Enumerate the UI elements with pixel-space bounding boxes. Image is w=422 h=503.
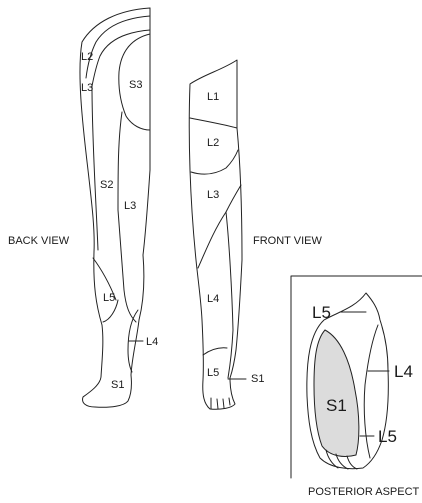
back-view-caption: BACK VIEW	[8, 235, 70, 247]
posterior-aspect-caption: POSTERIOR ASPECT	[308, 486, 420, 498]
front-label-l3: L3	[207, 189, 219, 201]
back-label-l3-lower: L3	[124, 200, 136, 212]
front-shin-line	[226, 212, 233, 378]
foot-l4-boundary	[364, 325, 378, 458]
front-l3-bottom	[198, 185, 241, 268]
foot-s1-region	[314, 330, 359, 456]
front-l4-bottom	[203, 348, 227, 355]
front-l2-bottom	[191, 150, 238, 174]
back-label-l4: L4	[146, 336, 158, 348]
back-l3-boundary	[92, 86, 98, 250]
back-view-leg	[80, 8, 150, 407]
front-view-caption: FRONT VIEW	[253, 235, 322, 247]
front-label-l2: L2	[207, 137, 219, 149]
back-label-s2: S2	[100, 179, 113, 191]
back-label-l2: L2	[81, 51, 93, 63]
back-label-s3: S3	[129, 79, 142, 91]
front-label-l4: L4	[207, 293, 219, 305]
back-label-s1: S1	[111, 379, 124, 391]
front-label-l1: L1	[207, 91, 219, 103]
foot-label-s1: S1	[326, 396, 347, 415]
front-label-l5: L5	[207, 367, 219, 379]
back-s2-l3-boundary	[118, 112, 136, 322]
front-l1-bottom	[190, 118, 237, 128]
front-toe-lines	[211, 398, 230, 409]
foot-label-l5-bottom: L5	[378, 427, 397, 446]
front-view-leg	[189, 60, 246, 409]
back-label-l3-upper: L3	[81, 82, 93, 94]
back-label-l5: L5	[103, 292, 115, 304]
back-leg-outline	[80, 8, 150, 407]
front-leg-outline	[189, 60, 242, 409]
foot-label-l5-top: L5	[312, 303, 331, 322]
back-l2-band-bottom	[92, 30, 150, 86]
foot-label-l4: L4	[394, 362, 413, 381]
front-label-s1: S1	[251, 373, 264, 385]
